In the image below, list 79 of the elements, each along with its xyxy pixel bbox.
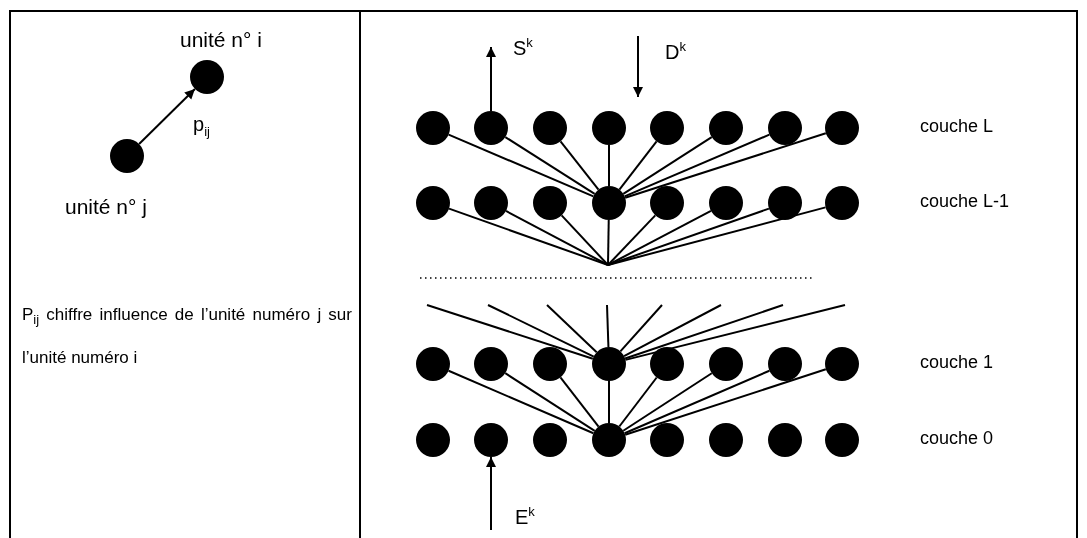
unit-circle <box>709 423 743 457</box>
connection-line <box>504 372 596 432</box>
connection-line <box>559 376 600 428</box>
connection-line <box>487 304 595 358</box>
unit-circle <box>110 139 144 173</box>
unit-circle <box>474 347 508 381</box>
unit-circle <box>768 186 802 220</box>
arrow <box>486 46 496 112</box>
connection-line <box>618 140 658 191</box>
connection-line <box>608 144 610 187</box>
connection-line <box>607 206 827 266</box>
unit-circle <box>650 423 684 457</box>
connection-line <box>624 304 784 360</box>
unit-circle <box>709 347 743 381</box>
unit-label: unité n° j <box>65 195 147 219</box>
unit-circle <box>416 423 450 457</box>
connection-line <box>622 372 713 432</box>
connection-line <box>505 209 609 266</box>
connection-line <box>606 304 610 348</box>
unit-circle <box>825 347 859 381</box>
unit-circle <box>474 111 508 145</box>
connection-line <box>607 214 657 266</box>
unit-circle <box>825 111 859 145</box>
unit-circle <box>768 347 802 381</box>
unit-circle <box>533 186 567 220</box>
connection-line <box>546 304 598 354</box>
unit-circle <box>592 186 626 220</box>
connection-line <box>447 369 595 435</box>
unit-circle <box>592 423 626 457</box>
connection-line <box>624 368 827 436</box>
unit-circle <box>416 111 450 145</box>
layer-label: couche L-1 <box>920 192 1010 212</box>
connection-line <box>624 304 846 361</box>
unit-circle <box>533 423 567 457</box>
unit-circle <box>416 186 450 220</box>
layer-label: couche L <box>920 117 994 137</box>
connection-line <box>619 304 663 353</box>
unit-circle <box>768 423 802 457</box>
edge-label: E$^{k}$ <box>515 505 535 528</box>
connection-line <box>448 207 609 266</box>
connection-line <box>624 132 827 199</box>
connection-line <box>623 369 771 435</box>
connection-line <box>622 136 713 195</box>
unit-circle <box>650 186 684 220</box>
unit-label: unité n° i <box>180 28 262 52</box>
unit-circle <box>650 111 684 145</box>
unit-circle <box>474 423 508 457</box>
connection-line <box>504 136 596 195</box>
unit-circle <box>709 186 743 220</box>
unit-circle <box>190 60 224 94</box>
connection-line <box>607 219 610 266</box>
unit-circle <box>650 347 684 381</box>
unit-circle <box>592 347 626 381</box>
connection-line <box>426 304 594 360</box>
unit-circle <box>474 186 508 220</box>
unit-circle <box>709 111 743 145</box>
connection-line <box>607 207 770 266</box>
connection-line <box>447 133 595 198</box>
edge-label: p$_{ij}$ <box>193 113 210 140</box>
unit-circle <box>825 186 859 220</box>
layer-label: couche 1 <box>920 353 994 373</box>
unit-circle <box>533 347 567 381</box>
unit-circle <box>768 111 802 145</box>
description-text: P$_{ij}$ chiffre influence de l’unité numéro j sur l’unité numéro i <box>22 304 352 370</box>
arrow <box>138 87 196 146</box>
connection-line <box>559 140 600 191</box>
connection-line <box>623 304 722 358</box>
unit-circle <box>533 111 567 145</box>
connection-line <box>560 214 609 266</box>
unit-circle <box>592 111 626 145</box>
connection-line <box>608 380 610 424</box>
connection-line <box>623 133 771 198</box>
edge-label: S$^{k}$ <box>513 36 533 59</box>
unit-circle <box>825 423 859 457</box>
unit-circle <box>416 347 450 381</box>
arrow <box>486 456 496 531</box>
layer-label: couche 0 <box>920 429 994 449</box>
connection-line <box>618 376 658 428</box>
output-label: D$^{k}$ <box>665 40 686 63</box>
